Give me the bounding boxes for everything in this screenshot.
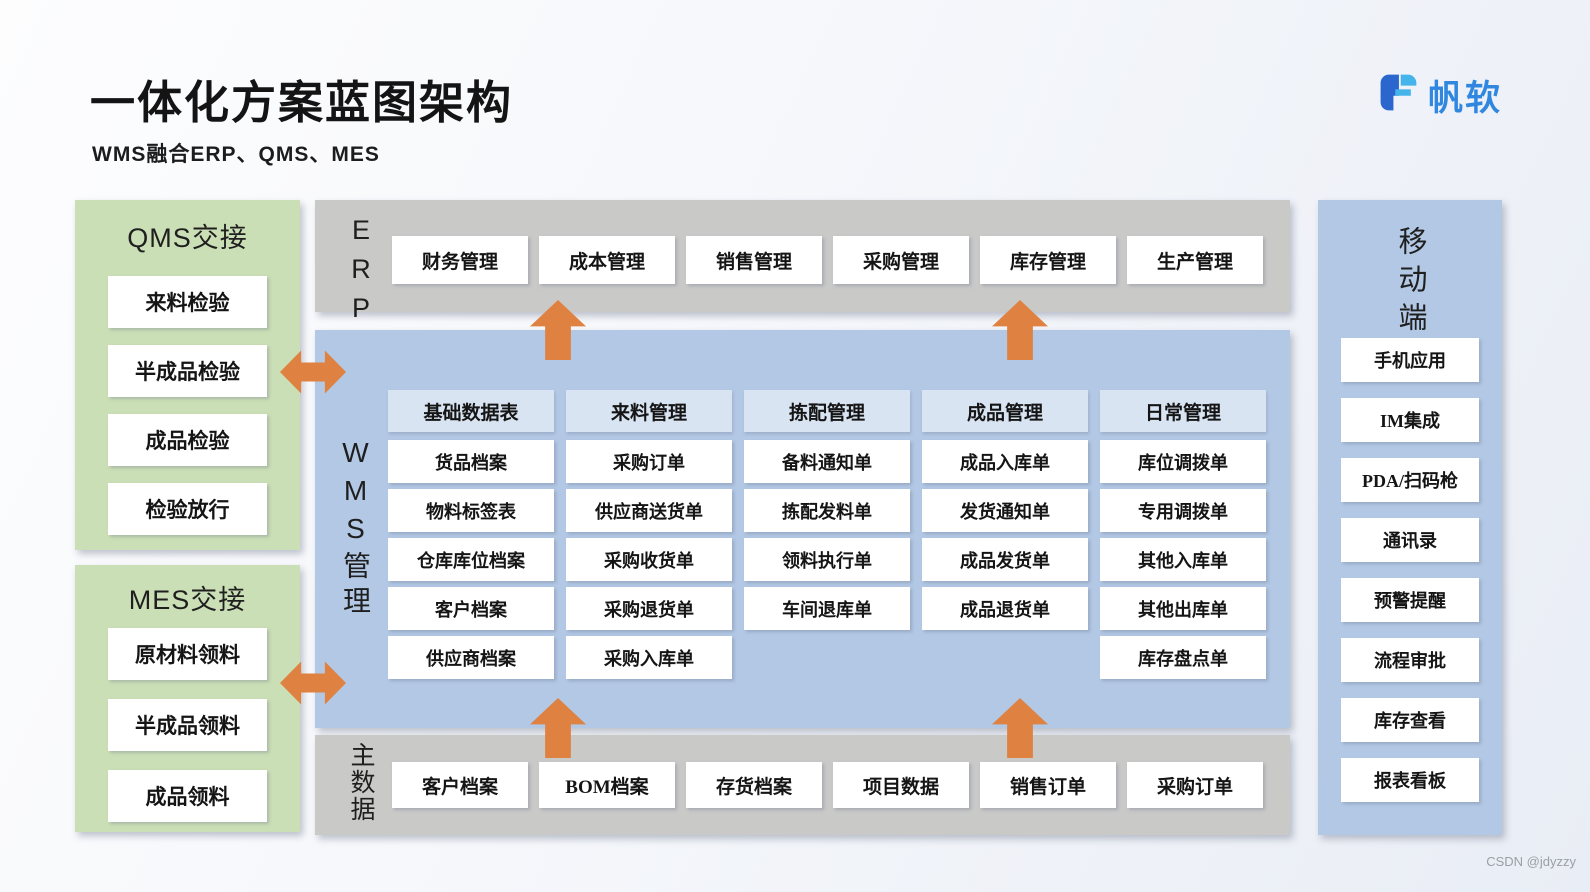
page-title: 一体化方案蓝图架构: [90, 77, 514, 128]
wms-section-label: WMS管理: [340, 437, 371, 621]
mobile-item: 预警提醒: [1341, 578, 1479, 622]
master-data-item: 采购订单: [1127, 762, 1263, 808]
wms-column-incoming: 来料管理 采购订单供应商送货单采购收货单采购退货单采购入库单: [566, 390, 732, 679]
mobile-item-list: 手机应用 IM集成 PDA/扫码枪 通讯录 预警提醒 流程审批 库存查看 报表看…: [1341, 338, 1479, 802]
mobile-item: 库存查看: [1341, 698, 1479, 742]
wms-column-daily: 日常管理 库位调拨单专用调拨单其他入库单其他出库单库存盘点单: [1100, 390, 1266, 679]
wms-item: 成品退货单: [922, 587, 1088, 630]
wms-column-item-list: 货品档案物料标签表仓库库位档案客户档案供应商档案: [388, 440, 554, 679]
fanruan-logo-text: 帆软: [1428, 79, 1503, 118]
watermark: CSDN @jdyzzy: [1486, 854, 1576, 869]
wms-column-header: 拣配管理: [744, 390, 910, 432]
mes-item: 半成品领料: [108, 699, 267, 751]
wms-item: 成品入库单: [922, 440, 1088, 483]
master-data-item: 项目数据: [833, 762, 969, 808]
wms-column-item-list: 采购订单供应商送货单采购收货单采购退货单采购入库单: [566, 440, 732, 679]
erp-item-list: 财务管理 成本管理 销售管理 采购管理 库存管理 生产管理: [392, 236, 1263, 284]
wms-column-item-list: 库位调拨单专用调拨单其他入库单其他出库单库存盘点单: [1100, 440, 1266, 679]
wms-column-item-list: 成品入库单发货通知单成品发货单成品退货单: [922, 440, 1088, 630]
wms-item: 库位调拨单: [1100, 440, 1266, 483]
erp-item: 生产管理: [1127, 236, 1263, 284]
wms-item: 采购收货单: [566, 538, 732, 581]
fanruan-logo-icon: [1376, 71, 1420, 120]
mobile-item: 报表看板: [1341, 758, 1479, 802]
erp-item: 财务管理: [392, 236, 528, 284]
mobile-section-label: 移动端: [1394, 226, 1426, 340]
wms-column-header: 日常管理: [1100, 390, 1266, 432]
wms-column-finished-goods: 成品管理 成品入库单发货通知单成品发货单成品退货单: [922, 390, 1088, 630]
erp-item: 成本管理: [539, 236, 675, 284]
wms-column-picking: 拣配管理 备料通知单拣配发料单领料执行单车间退库单: [744, 390, 910, 630]
wms-item: 拣配发料单: [744, 489, 910, 532]
wms-item: 客户档案: [388, 587, 554, 630]
mobile-item: IM集成: [1341, 398, 1479, 442]
wms-item: 供应商送货单: [566, 489, 732, 532]
wms-item: 仓库库位档案: [388, 538, 554, 581]
qms-section: QMS交接 来料检验 半成品检验 成品检验 检验放行: [75, 200, 300, 550]
qms-item-list: 来料检验 半成品检验 成品检验 检验放行: [108, 276, 267, 535]
wms-column-header: 基础数据表: [388, 390, 554, 432]
wms-item: 采购订单: [566, 440, 732, 483]
mes-section-title: MES交接: [128, 585, 247, 615]
mobile-item: 通讯录: [1341, 518, 1479, 562]
wms-item: 其他入库单: [1100, 538, 1266, 581]
master-data-item-list: 客户档案 BOM档案 存货档案 项目数据 销售订单 采购订单: [392, 762, 1263, 808]
wms-item: 采购退货单: [566, 587, 732, 630]
wms-item: 成品发货单: [922, 538, 1088, 581]
erp-section: ERP 财务管理 成本管理 销售管理 采购管理 库存管理 生产管理: [315, 200, 1290, 332]
wms-item: 物料标签表: [388, 489, 554, 532]
mobile-item: PDA/扫码枪: [1341, 458, 1479, 502]
page-subtitle: WMS融合ERP、QMS、MES: [92, 143, 380, 166]
mobile-item: 手机应用: [1341, 338, 1479, 382]
mes-item-list: 原材料领料 半成品领料 成品领料: [108, 628, 267, 822]
qms-item: 检验放行: [108, 483, 267, 535]
master-data-section-label: 主数据: [347, 742, 375, 823]
erp-section-label: ERP: [346, 215, 376, 332]
wms-item: 采购入库单: [566, 636, 732, 679]
erp-item: 库存管理: [980, 236, 1116, 284]
master-data-item: 存货档案: [686, 762, 822, 808]
wms-item: 供应商档案: [388, 636, 554, 679]
mobile-section: 移动端 手机应用 IM集成 PDA/扫码枪 通讯录 预警提醒 流程审批 库存查看…: [1318, 200, 1502, 835]
master-data-item: BOM档案: [539, 762, 675, 808]
wms-item: 货品档案: [388, 440, 554, 483]
wms-item: 库存盘点单: [1100, 636, 1266, 679]
qms-item: 成品检验: [108, 414, 267, 466]
qms-item: 来料检验: [108, 276, 267, 328]
fanruan-logo: 帆软: [1376, 70, 1502, 121]
mes-section: MES交接 原材料领料 半成品领料 成品领料: [75, 565, 300, 832]
qms-item: 半成品检验: [108, 345, 267, 397]
wms-column-header: 成品管理: [922, 390, 1088, 432]
wms-item: 专用调拨单: [1100, 489, 1266, 532]
erp-item: 销售管理: [686, 236, 822, 284]
wms-section: WMS管理 基础数据表 货品档案物料标签表仓库库位档案客户档案供应商档案 来料管…: [315, 330, 1290, 728]
mobile-item: 流程审批: [1341, 638, 1479, 682]
mes-item: 原材料领料: [108, 628, 267, 680]
master-data-item: 销售订单: [980, 762, 1116, 808]
wms-column-item-list: 备料通知单拣配发料单领料执行单车间退库单: [744, 440, 910, 630]
wms-item: 备料通知单: [744, 440, 910, 483]
wms-item: 车间退库单: [744, 587, 910, 630]
mes-item: 成品领料: [108, 770, 267, 822]
master-data-section: 主数据 客户档案 BOM档案 存货档案 项目数据 销售订单 采购订单: [315, 735, 1290, 835]
wms-item: 发货通知单: [922, 489, 1088, 532]
qms-section-title: QMS交接: [127, 223, 248, 253]
wms-item: 其他出库单: [1100, 587, 1266, 630]
wms-column-base-data: 基础数据表 货品档案物料标签表仓库库位档案客户档案供应商档案: [388, 390, 554, 679]
wms-column-header: 来料管理: [566, 390, 732, 432]
master-data-item: 客户档案: [392, 762, 528, 808]
erp-item: 采购管理: [833, 236, 969, 284]
wms-item: 领料执行单: [744, 538, 910, 581]
